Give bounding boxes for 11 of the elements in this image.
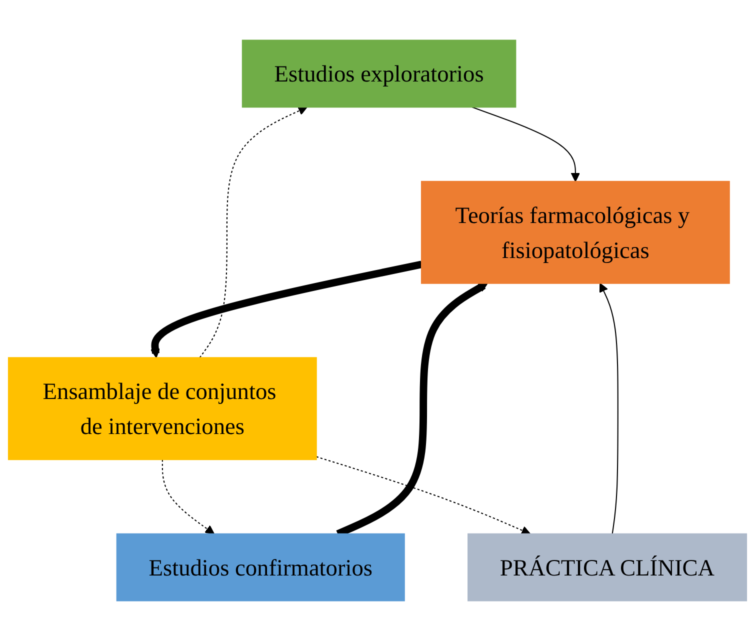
node-box: Teorías farmacológicas y fisiopatológicas (420, 180, 730, 284)
arrow (199, 106, 308, 358)
node-box: Estudios confirmatorios (116, 533, 405, 602)
node-box: PRÁCTICA CLÍNICA (468, 533, 748, 602)
node-box: Ensamblaje de conjuntos de intervenciones (8, 357, 317, 460)
node-box: Estudios exploratorios (242, 40, 516, 108)
arrow (599, 282, 618, 534)
arrow (472, 106, 580, 182)
arrow (316, 456, 531, 535)
arrow (162, 460, 215, 534)
arrow (150, 260, 422, 358)
